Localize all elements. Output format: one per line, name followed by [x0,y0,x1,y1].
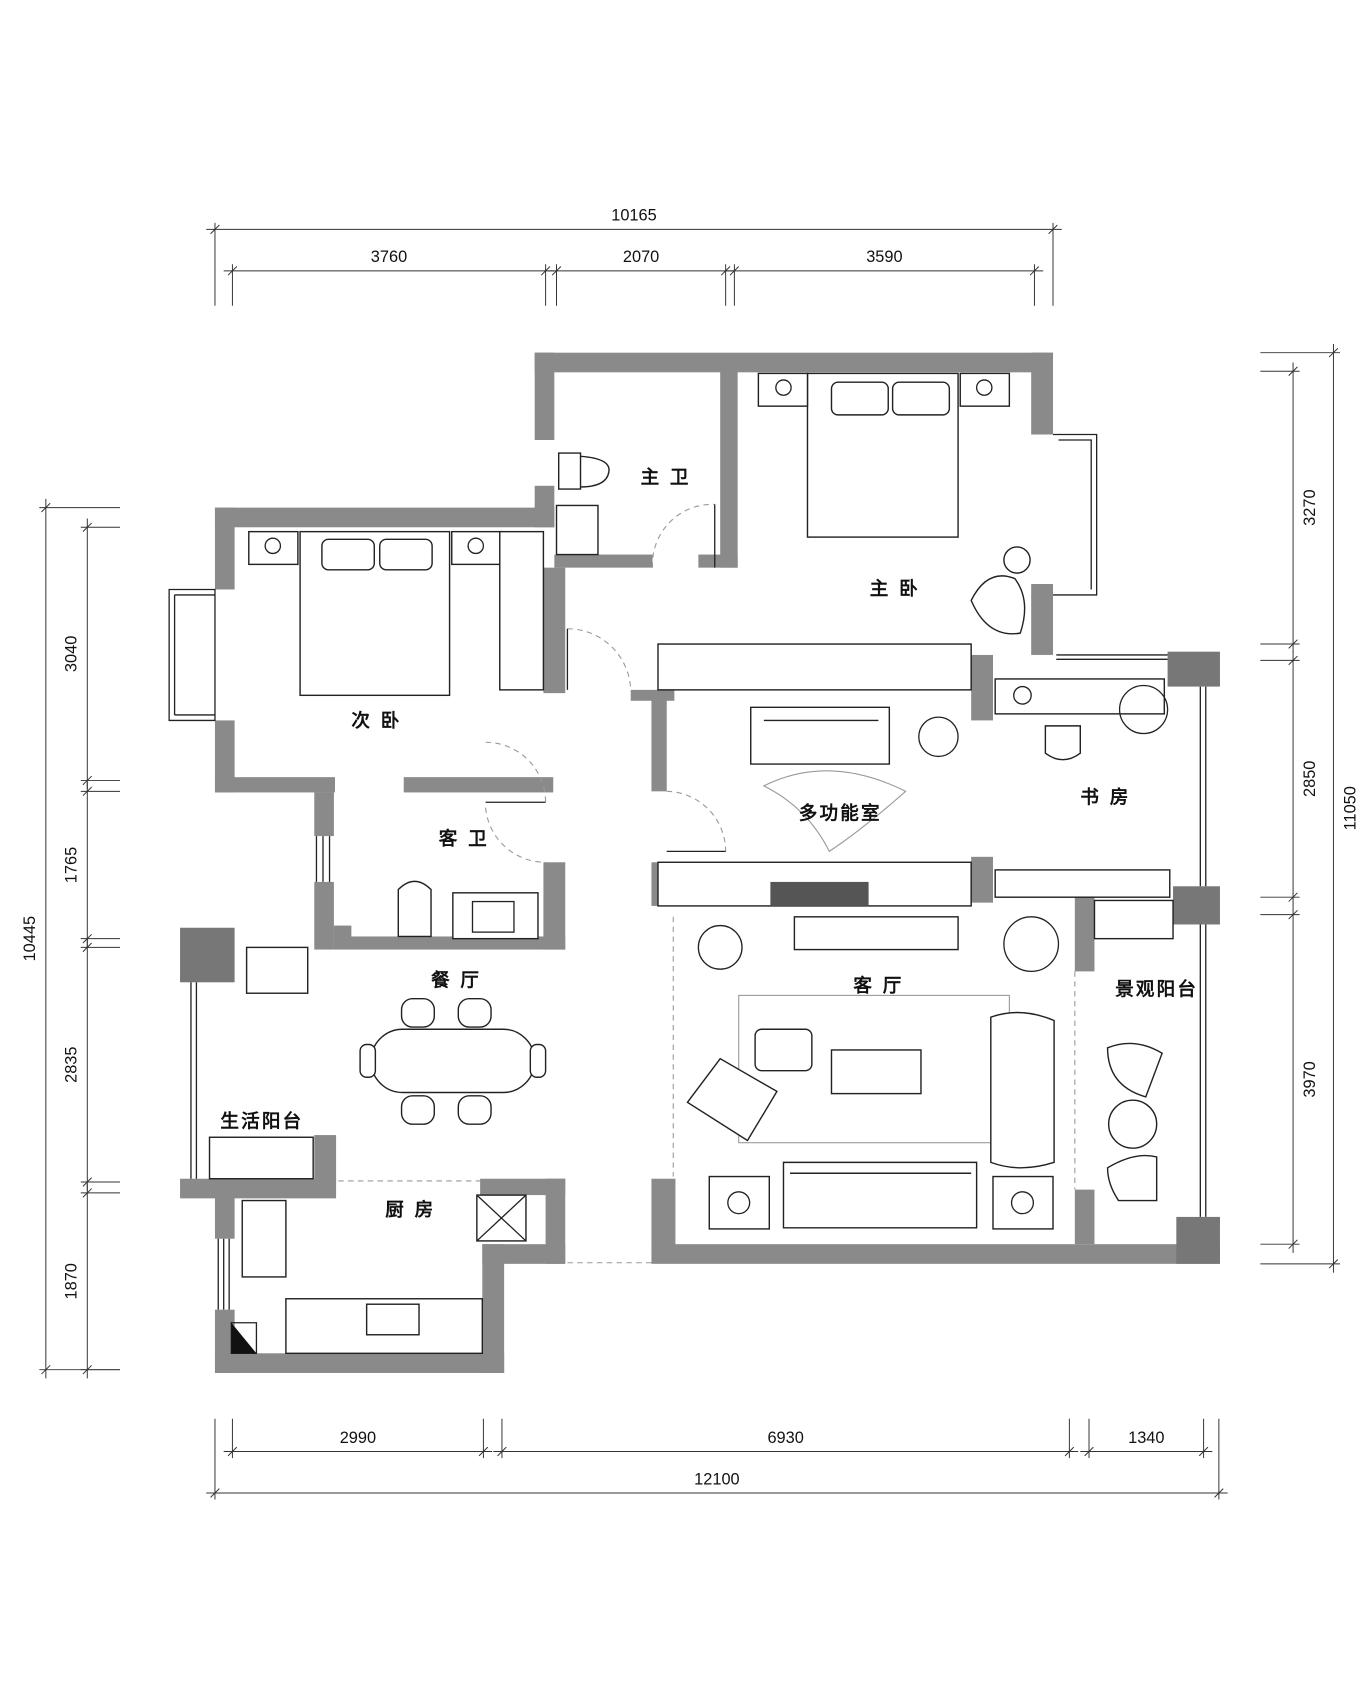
dim-top-line [223,264,555,306]
dim-top-total: 10165 [611,207,657,225]
dim-top-line [725,264,1044,306]
dining-table [370,1028,536,1094]
dim-left-total-line [39,498,121,1379]
wardrobe [499,530,545,691]
dim-left-line [80,1184,121,1379]
dim-right: 3970 [1301,1061,1319,1097]
dim-top-line [547,264,735,306]
dim-bottom-line [223,1418,493,1459]
label-master-bath: 主 卫 [641,467,691,489]
dim-bottom: 6930 [767,1429,803,1447]
dim-left: 2835 [62,1046,80,1082]
dim-right: 3270 [1301,489,1319,525]
label-multi-room: 多功能室 [799,803,882,825]
armchair [686,1057,778,1142]
dim-bottom: 2990 [340,1429,376,1447]
wardrobe-master [657,643,972,691]
sofa-multi-room [750,706,891,765]
label-guest-bath: 客 卫 [438,828,489,850]
coffee-table [830,1049,922,1095]
doors [338,503,1076,1264]
dim-top: 3590 [866,248,902,266]
dim-left-line [80,782,121,948]
dim-left-line [80,518,121,790]
label-second-bedroom: 次 卧 [351,710,401,732]
dim-right-line [1260,905,1300,1253]
sofa-side [990,1011,1055,1169]
dim-bottom-total-line [206,1418,1228,1500]
label-dining-room: 餐 厅 [431,970,481,992]
dim-top-total-line [206,222,1062,306]
dim-left: 1870 [62,1263,80,1299]
dim-top: 3760 [371,248,407,266]
dim-right-line [1260,651,1300,906]
dim-right-line [1260,362,1300,653]
dim-bottom: 1340 [1128,1429,1164,1447]
furniture [208,372,1174,1355]
label-view-balcony: 景观阳台 [1114,978,1198,1000]
room-labels: 主 卫 主 卧 次 卧 客 卫 多功能室 书 房 客 厅 景观阳台 餐 厅 生活… [220,467,1198,1221]
label-living-room: 客 厅 [852,975,903,997]
dim-left: 3040 [62,636,80,672]
dim-left-line [80,938,121,1191]
windows [168,433,1207,1310]
dim-right-total: 11050 [1341,786,1359,830]
label-kitchen: 厨 房 [385,1199,435,1221]
label-utility-balcony: 生活阳台 [220,1110,303,1132]
sofa-living [782,1161,978,1229]
dim-bottom-line [1080,1418,1213,1459]
dim-right-total-line [1260,343,1340,1273]
label-master-bedroom: 主 卧 [870,578,920,600]
dim-bottom-total: 12100 [694,1470,740,1488]
dim-top: 2070 [623,248,659,266]
dim-right: 2850 [1301,761,1319,797]
dim-bottom-line [493,1418,1079,1459]
dimension-lines: 10165 3760 2070 3590 10445 3040 1765 2835 1870 11… [21,207,1359,1500]
dim-left-total: 10445 [21,916,39,962]
walls [180,352,1220,1373]
dim-left: 1765 [62,847,80,883]
label-study: 书 房 [1080,786,1130,808]
